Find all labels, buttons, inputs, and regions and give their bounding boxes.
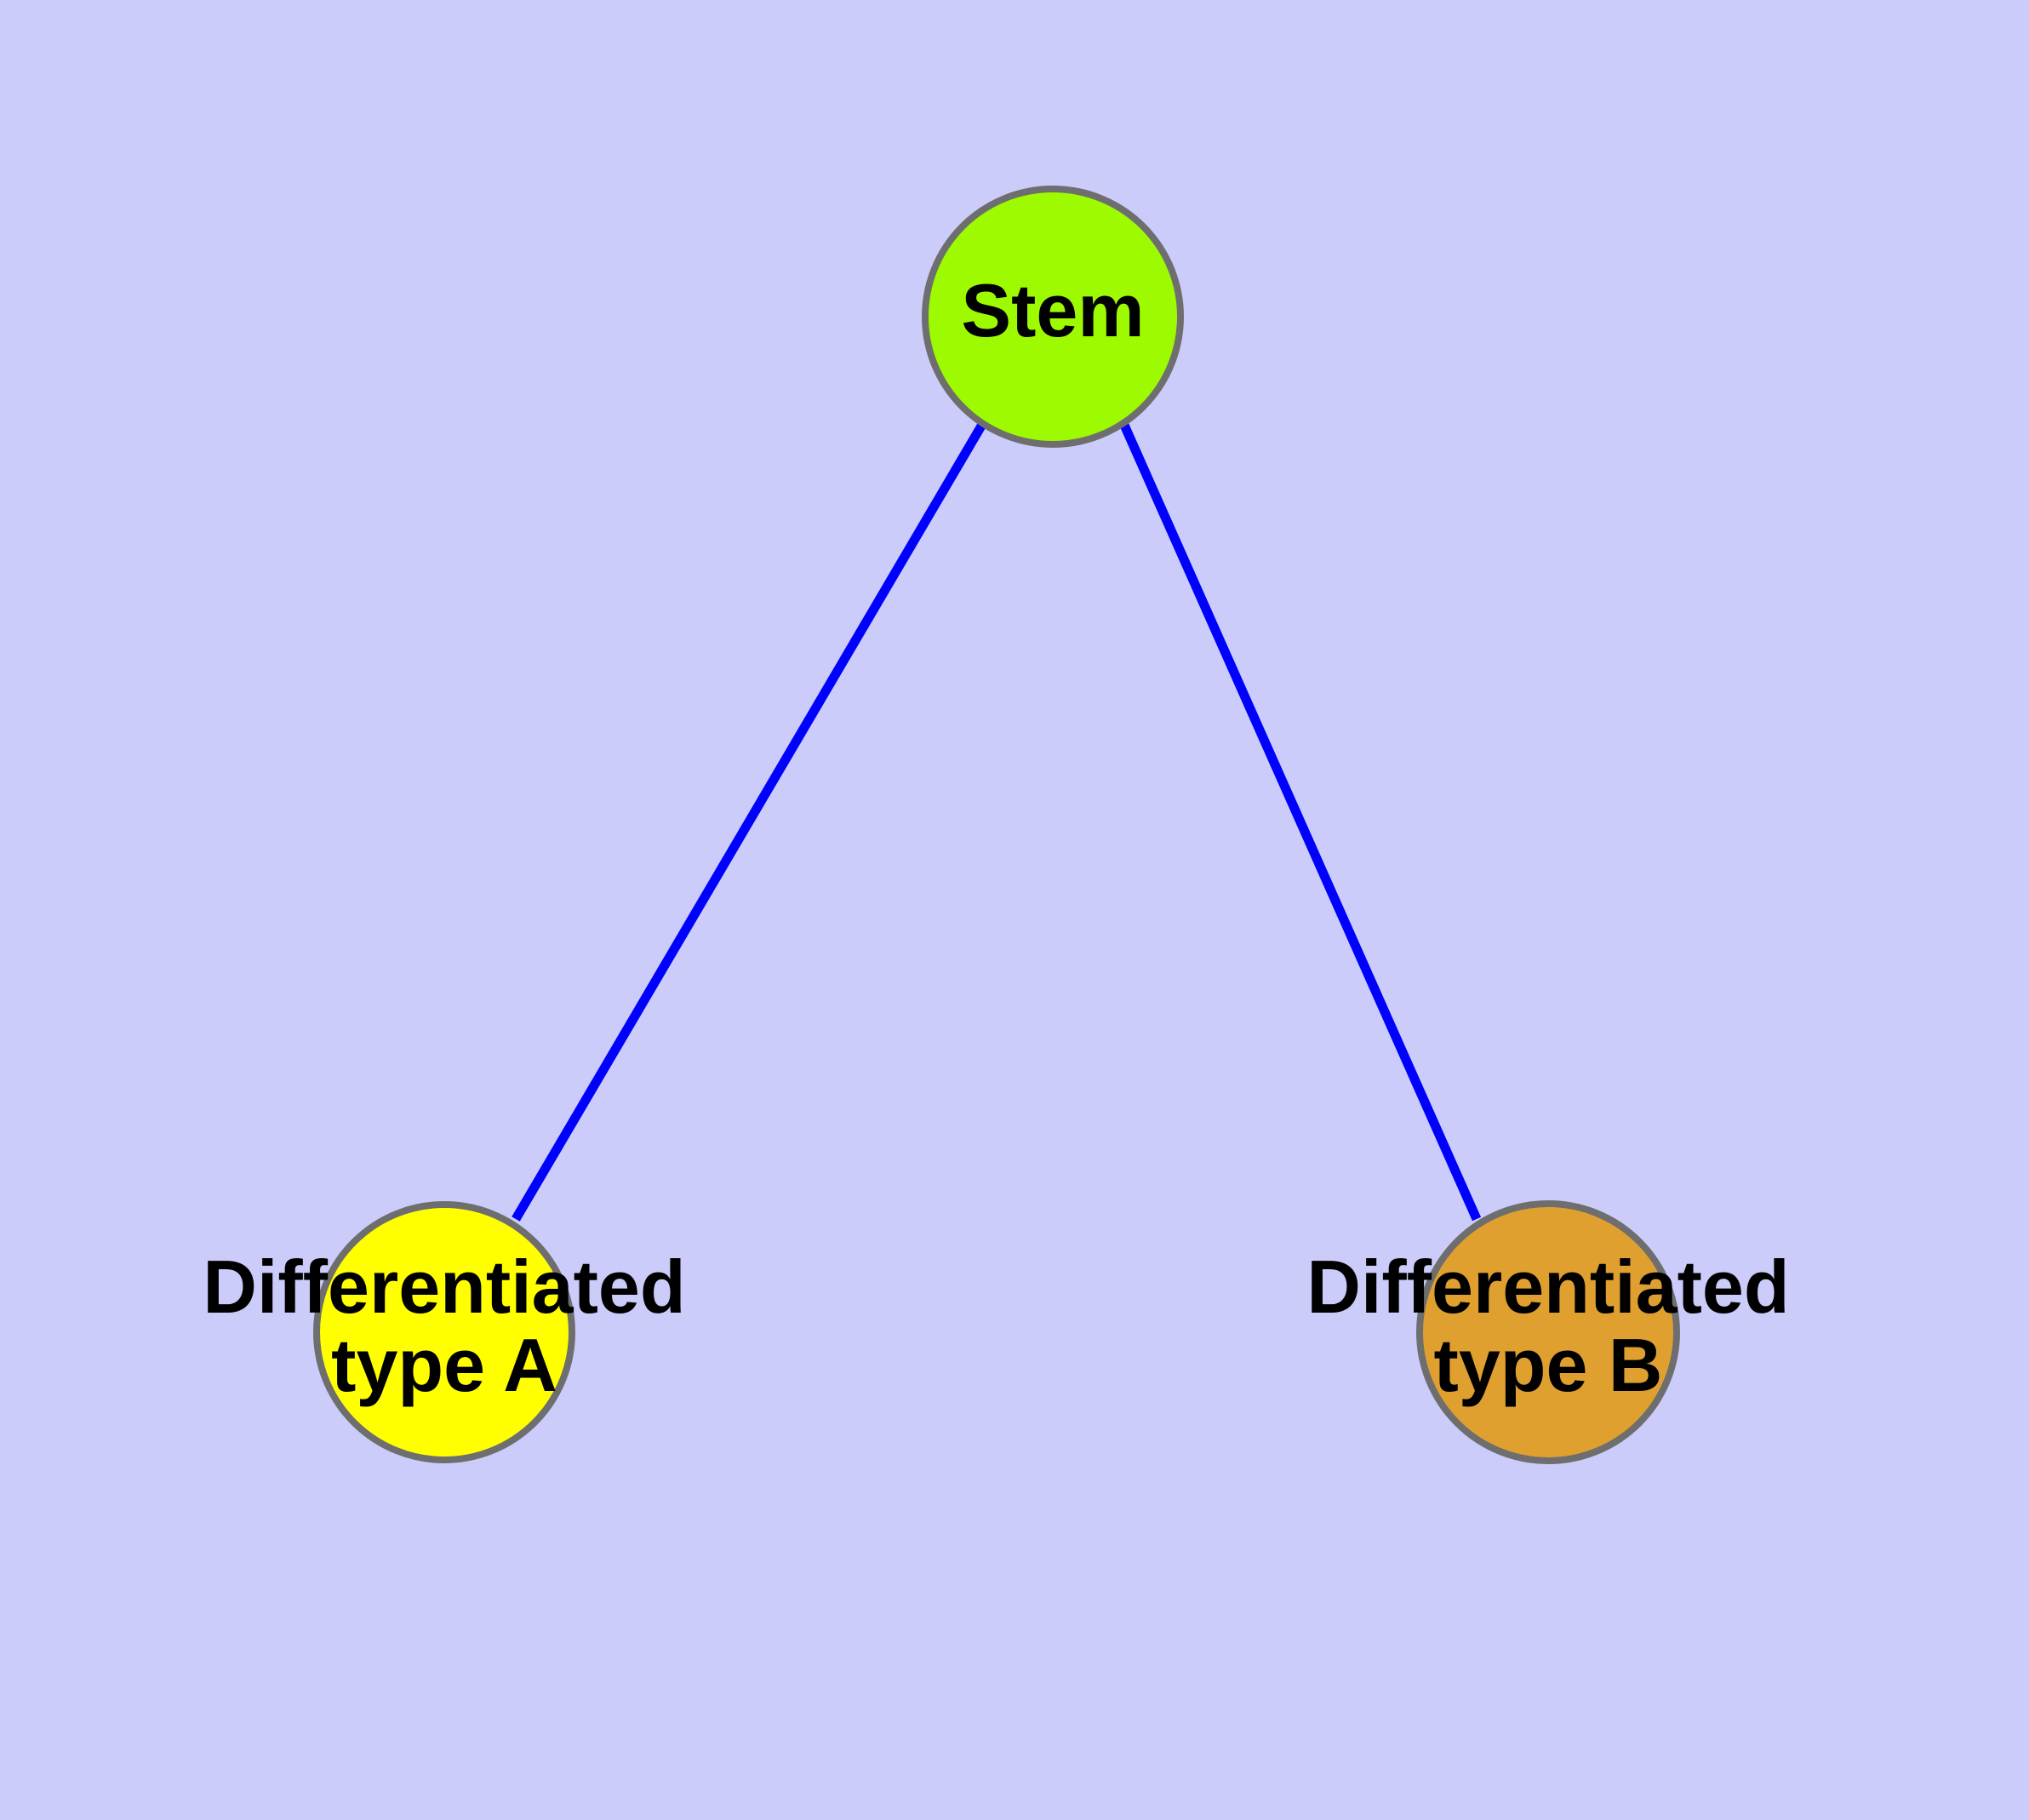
edges-layer xyxy=(512,421,1482,1222)
edge-stem-to-diff-b xyxy=(1118,421,1482,1222)
node-diff-a-circle[interactable] xyxy=(313,1201,575,1463)
edge-stem-to-diff-a xyxy=(512,421,987,1222)
node-label-line: Stem xyxy=(961,268,1144,352)
node-stem-label: Stem xyxy=(961,268,1144,352)
node-label-line: Differentiated xyxy=(1306,1245,1789,1329)
node-label-line: type A xyxy=(331,1323,557,1407)
node-label-line: Differentiated xyxy=(203,1245,685,1329)
node-diff-b-circle[interactable] xyxy=(1416,1200,1680,1464)
node-label-line: type B xyxy=(1434,1323,1663,1407)
node-stem-circle[interactable] xyxy=(922,186,1184,448)
node-stem[interactable]: Stem xyxy=(922,186,1184,448)
